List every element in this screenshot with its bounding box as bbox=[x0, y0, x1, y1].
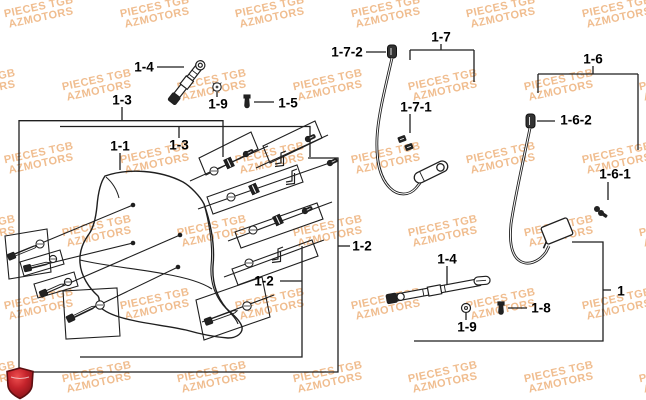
part-label-1-7-1: 1-7-1 bbox=[400, 99, 432, 115]
top-fasteners bbox=[212, 82, 251, 109]
cable-illustration-1-6 bbox=[509, 113, 608, 265]
seat-plate-group-lower bbox=[4, 202, 275, 341]
bracket-icon bbox=[271, 150, 298, 264]
strap-illustration-bottom bbox=[385, 275, 505, 315]
azmotors-shield-logo bbox=[6, 367, 34, 400]
part-label-1: 1 bbox=[617, 283, 625, 299]
washer-icon bbox=[209, 166, 258, 268]
part-label-1-7-2: 1-7-2 bbox=[331, 44, 363, 60]
part-label-1-6-1: 1-6-1 bbox=[599, 166, 631, 182]
part-label-1-1: 1-1 bbox=[110, 138, 130, 154]
part-label-1-6: 1-6 bbox=[583, 51, 603, 67]
part-label-1-2-right: 1-2 bbox=[352, 238, 372, 254]
cable-illustration-1-7 bbox=[375, 44, 449, 196]
seat-plate-group-upper bbox=[189, 120, 339, 286]
cable-end-icon bbox=[525, 113, 536, 129]
part-label-1-8: 1-8 bbox=[531, 300, 551, 316]
screw-icon bbox=[6, 245, 239, 326]
washer-icon bbox=[35, 239, 252, 311]
part-label-1-3-top: 1-3 bbox=[112, 92, 132, 108]
bolt-icon bbox=[497, 301, 505, 315]
bolt-icon bbox=[243, 94, 251, 109]
part-label-1-9-top: 1-9 bbox=[208, 96, 228, 112]
part-label-1-6-2: 1-6-2 bbox=[560, 112, 592, 128]
frame-lines bbox=[18, 44, 639, 373]
part-label-1-5: 1-5 bbox=[278, 95, 298, 111]
bolt-icon bbox=[242, 134, 338, 215]
part-label-1-2-inner: 1-2 bbox=[254, 273, 274, 289]
cable-end-icon bbox=[387, 44, 397, 59]
seat-illustration bbox=[79, 170, 243, 339]
bolt-icon bbox=[594, 206, 608, 218]
nut-icon bbox=[223, 156, 284, 227]
part-label-1-9-bottom: 1-9 bbox=[457, 319, 477, 335]
part-label-1-4-bottom: 1-4 bbox=[437, 251, 457, 267]
strap-illustration-top bbox=[167, 60, 206, 106]
part-label-1-4-top: 1-4 bbox=[134, 59, 154, 75]
nut-icon bbox=[397, 135, 414, 151]
part-label-1-7: 1-7 bbox=[431, 29, 451, 45]
part-label-1-3-inner: 1-3 bbox=[169, 137, 189, 153]
